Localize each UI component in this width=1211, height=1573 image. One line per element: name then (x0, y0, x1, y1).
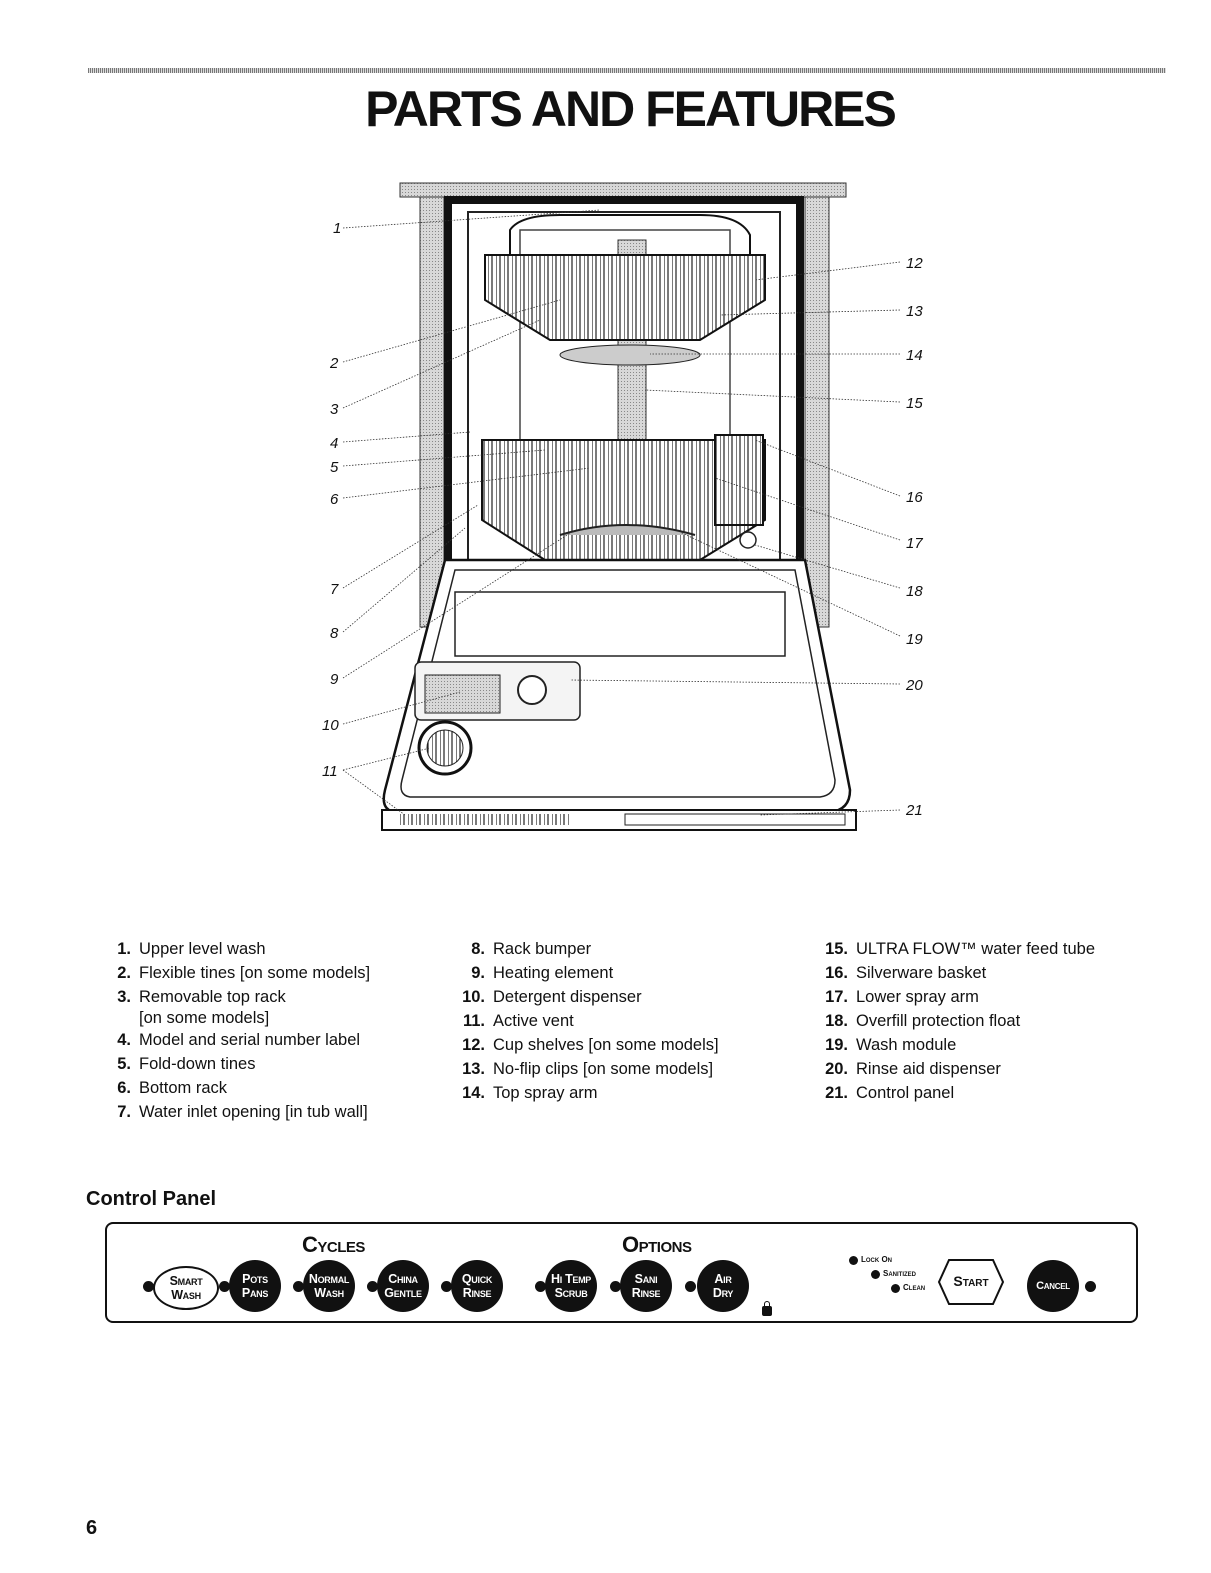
part-item: 11.Active vent (462, 1012, 574, 1030)
callout-14: 14 (906, 347, 923, 364)
callout-3: 3 (330, 401, 339, 418)
dishwasher-diagram: 1 2 3 4 5 6 7 8 9 10 11 12 13 14 15 16 1… (322, 182, 923, 831)
cancel-button[interactable]: Cancel (1027, 1260, 1079, 1312)
callout-8: 8 (330, 625, 339, 642)
part-item: 20.Rinse aid dispenser (825, 1060, 1001, 1078)
pots-pans-led (219, 1281, 230, 1292)
callout-18: 18 (906, 583, 923, 600)
lower-spray-arm (559, 524, 696, 536)
clean-led (891, 1284, 900, 1293)
parts-list-column-3: 15.ULTRA FLOW™ water feed tube 16.Silver… (816, 937, 1156, 1105)
callout-21: 21 (905, 802, 923, 819)
options-label: Options (622, 1232, 692, 1257)
part-item: 10.Detergent dispenser (462, 988, 642, 1006)
callout-numbers: 1 2 3 4 5 6 7 8 9 10 11 12 13 14 15 16 1… (322, 220, 923, 819)
cabinet-left (419, 196, 445, 628)
callout-15: 15 (906, 395, 923, 412)
sani-rinse-led (610, 1281, 621, 1292)
sanitized-indicator: Sanitized (883, 1269, 917, 1278)
clean-indicator: Clean (903, 1283, 926, 1292)
control-panel-heading: Control Panel (86, 1188, 217, 1210)
part-item: 16.Silverware basket (825, 964, 987, 982)
part-item: 3.Removable top rack[on some models] (117, 988, 286, 1027)
quick-rinse-led (441, 1281, 452, 1292)
parts-list-column-2: 8.Rack bumper 9.Heating element 10.Deter… (455, 937, 795, 1105)
part-item: 21.Control panel (825, 1084, 955, 1102)
callout-17: 17 (906, 535, 923, 552)
overfill-float (739, 531, 757, 549)
control-strip-buttons (398, 814, 570, 825)
part-item: 12.Cup shelves [on some models] (462, 1036, 719, 1054)
door-panel (454, 591, 786, 657)
start-button-shape (937, 1259, 1005, 1305)
callout-7: 7 (330, 581, 339, 598)
callout-12: 12 (906, 255, 923, 272)
part-item: 6.Bottom rack (117, 1079, 228, 1097)
callout-6: 6 (330, 491, 339, 508)
callout-2: 2 (329, 355, 339, 372)
smart-wash-led (143, 1281, 154, 1292)
part-item: 14.Top spray arm (462, 1084, 598, 1102)
page-number: 6 (86, 1517, 98, 1539)
part-item: 8.Rack bumper (471, 940, 592, 958)
lock-on-indicator: Lock On (861, 1255, 892, 1264)
rinse-aid-dispenser (517, 675, 547, 705)
part-item: 5.Fold-down tines (117, 1055, 256, 1073)
callout-16: 16 (906, 489, 923, 506)
cabinet-right (804, 196, 830, 628)
callout-19: 19 (906, 631, 923, 648)
callout-1: 1 (333, 220, 341, 237)
callout-5: 5 (330, 459, 339, 476)
callout-20: 20 (905, 677, 923, 694)
callout-10: 10 (322, 717, 339, 734)
cancel-led (1085, 1281, 1096, 1292)
part-item: 15.ULTRA FLOW™ water feed tube (825, 940, 1096, 958)
lock-on-led (849, 1256, 858, 1265)
silverware-basket (714, 434, 764, 526)
air-dry-led (685, 1281, 696, 1292)
part-item: 1.Upper level wash (117, 940, 266, 958)
part-item: 19.Wash module (825, 1036, 957, 1054)
top-spray-arm (559, 344, 701, 366)
upper-rack-top (509, 214, 751, 256)
part-item: 13.No-flip clips [on some models] (462, 1060, 714, 1078)
callout-9: 9 (330, 671, 339, 688)
part-item: 9.Heating element (471, 964, 614, 982)
control-strip-display (624, 813, 846, 826)
normal-wash-led (293, 1281, 304, 1292)
callout-4: 4 (330, 435, 338, 452)
page-title: PARTS AND FEATURES (365, 81, 897, 137)
part-item: 4.Model and serial number label (117, 1031, 361, 1049)
detergent-dispenser (424, 674, 501, 714)
cycles-label: Cycles (302, 1232, 365, 1257)
start-button[interactable]: Start (937, 1258, 1005, 1306)
leader-lines (342, 209, 901, 816)
part-item: 7.Water inlet opening [in tub wall] (117, 1103, 368, 1121)
sanitized-led (871, 1270, 880, 1279)
hi-temp-scrub-led (535, 1281, 546, 1292)
door-inner (400, 569, 836, 798)
lock-icon (762, 1301, 772, 1316)
callout-11: 11 (322, 763, 338, 780)
part-item: 2.Flexible tines [on some models] (117, 964, 371, 982)
active-vent-grille (426, 729, 464, 767)
countertop (399, 182, 847, 198)
part-item: 18.Overfill protection float (825, 1012, 1021, 1030)
upper-rack (484, 254, 766, 341)
callout-13: 13 (906, 303, 923, 320)
china-gentle-led (367, 1281, 378, 1292)
parts-list-column-1: 1.Upper level wash 2.Flexible tines [on … (107, 937, 437, 1124)
part-item: 17.Lower spray arm (825, 988, 979, 1006)
top-rule (88, 68, 1166, 73)
